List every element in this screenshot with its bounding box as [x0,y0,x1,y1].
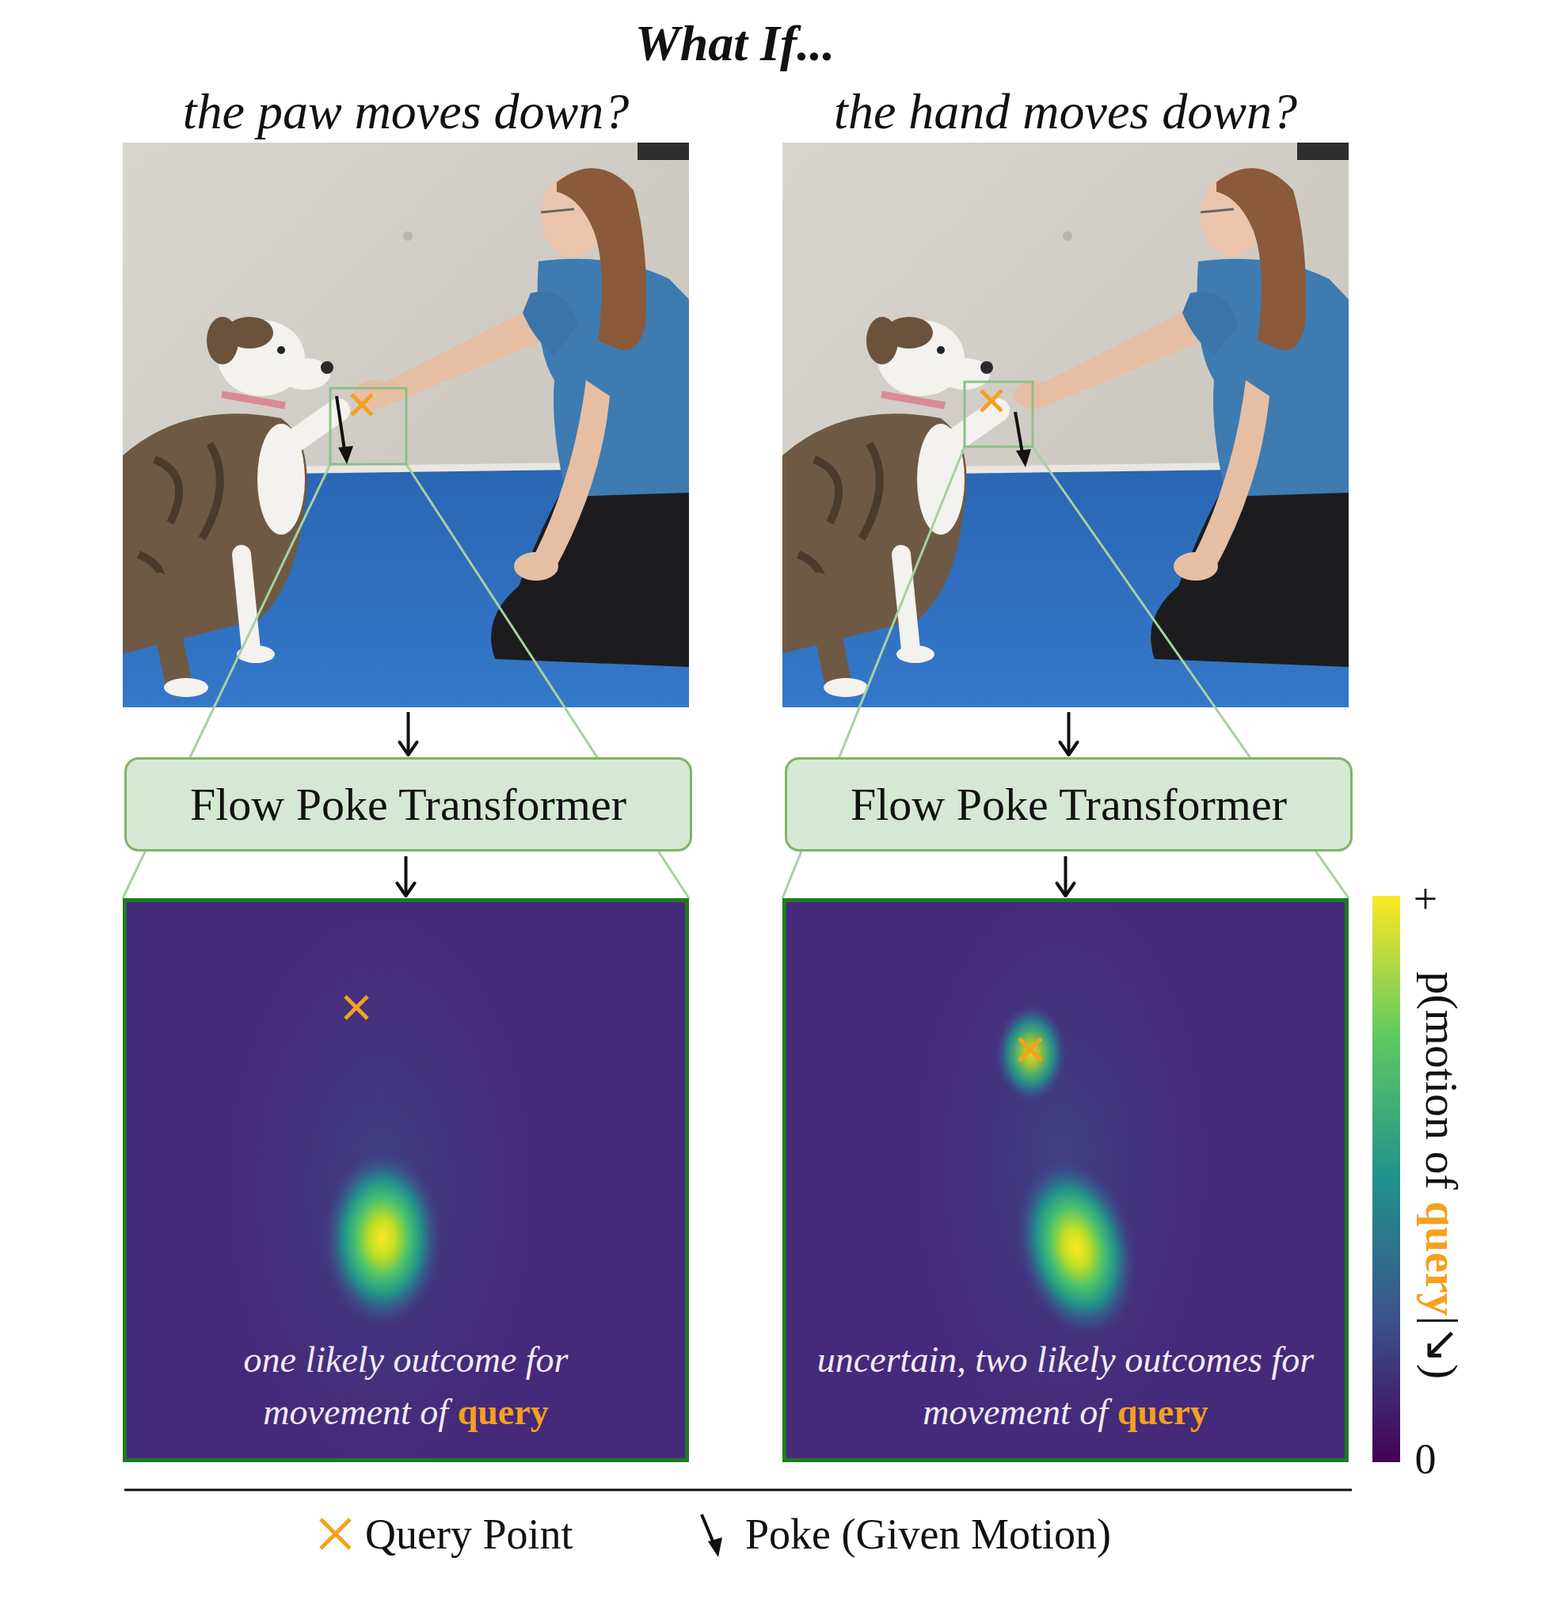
poke-arrow [1015,411,1023,453]
legend-text: Query Point [365,1509,574,1559]
heat-blob [993,1138,1160,1356]
poke-arrowhead [338,445,354,465]
arrowhead [399,742,418,755]
heat-blob-small [993,1000,1070,1106]
heatmap-panel: uncertain, two likely outcomes for movem… [782,898,1349,1462]
legend-poke-arrow [701,1514,714,1543]
query-mark [981,390,1002,412]
axis-tick: + [1413,875,1438,923]
panel-heading: the paw moves down? [75,83,737,140]
photo-panel: the hand moves down? [782,142,1349,708]
connector [1060,711,1078,755]
photo-right [782,142,1349,708]
heatmap-caption: uncertain, two likely outcomes for movem… [804,1333,1328,1439]
box-label: Flow Poke Transformer [850,779,1287,830]
arrowhead [1060,742,1078,755]
zoom-lines [122,381,1349,899]
box-label: Flow Poke Transformer [190,779,627,830]
poke-arrowhead [1016,449,1032,468]
photo-left [122,142,689,708]
connector-line [404,856,408,896]
query-mark [345,996,368,1019]
legend-query-mark [320,1518,351,1549]
zoom-box [330,388,407,465]
zoom-box [964,381,1033,447]
arrowhead [1057,882,1075,896]
poke-arrow [336,395,345,450]
connector-line [407,711,411,755]
axis-tick: 0 [1415,1435,1437,1483]
rule-line [124,1488,1352,1492]
connector [397,856,415,896]
connector-line [1067,711,1071,755]
heatmap-left [122,898,689,1462]
heat-blob [319,1144,446,1332]
legend-text: Poke (Given Motion) [745,1509,1112,1559]
legend-poke-arrowhead [707,1537,723,1557]
colorbar [1372,895,1401,1462]
photo-panel: the paw moves down? [122,142,689,708]
connector [1057,856,1075,896]
heatmap-panel: one likely outcome for movement of query [122,898,689,1462]
process-box: Flow Poke Transformer [124,757,693,852]
query-mark [1019,1038,1042,1061]
heatmap-right [782,898,1349,1462]
axis-label: p(motion of query|↘) [1415,971,1467,1380]
process-box: Flow Poke Transformer [784,757,1353,852]
highlight-word: query [1415,1201,1468,1317]
highlight-word: query [1117,1391,1209,1432]
arrowhead [397,882,415,896]
panel-heading: the hand moves down? [734,83,1397,140]
connector-line [1064,856,1068,896]
heatmap-caption: one likely outcome for movement of query [184,1333,628,1439]
title: What If... [0,14,1470,73]
query-mark [351,394,373,415]
connector [399,711,418,755]
highlight-word: query [457,1391,549,1432]
